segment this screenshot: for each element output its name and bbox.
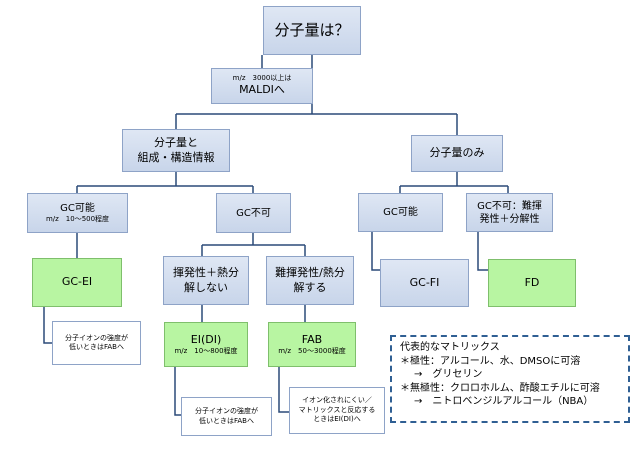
fd-box: FD bbox=[488, 259, 576, 307]
gc-possible-left-note: m/z 10～500程度 bbox=[45, 214, 110, 223]
volatile-line2: 解しない bbox=[184, 280, 228, 294]
gcei-note-line2: 低いときはFABへ bbox=[69, 343, 124, 351]
gcei-note-box: 分子イオンの強度が 低いときはFABへ bbox=[52, 321, 141, 365]
gc-impossible-right-line2: 発性＋分解性 bbox=[479, 213, 540, 225]
gc-impossible-right-line1: GC不可：難揮 bbox=[477, 200, 542, 212]
legend-title: 代表的なマトリックス bbox=[400, 342, 500, 353]
fab-note-line1: イオン化されにくい／ bbox=[302, 396, 372, 405]
maldi-note: m/z 3000以上は bbox=[232, 74, 292, 83]
fab-box: FAB m/z 50～3000程度 bbox=[268, 322, 356, 367]
nonvolatile-box: 難揮発性/熱分 解する bbox=[266, 256, 354, 305]
fab-note-line3: ときはEI(DI)へ bbox=[313, 415, 361, 424]
legend-line2: → グリセリン bbox=[414, 369, 483, 380]
gc-fi-label: GC-FI bbox=[409, 275, 440, 289]
ei-di-note: m/z 10～800程度 bbox=[174, 347, 238, 356]
volatile-box: 揮発性＋熱分 解しない bbox=[163, 256, 249, 305]
fab-note-line2: マトリックスと反応する bbox=[298, 405, 376, 414]
gc-possible-left-box: GC可能 m/z 10～500程度 bbox=[27, 193, 128, 233]
eidi-note-box: 分子イオンの強度が 低いときはFABへ bbox=[181, 397, 272, 436]
fd-label: FD bbox=[524, 275, 540, 289]
gc-fi-box: GC-FI bbox=[380, 259, 469, 307]
eidi-note-line1: 分子イオンの強度が bbox=[195, 407, 258, 416]
legend-line3: ＊無極性：クロロホルム、酢酸エチルに可溶 bbox=[400, 382, 600, 394]
nonvolatile-line1: 難揮発性/熱分 bbox=[275, 266, 345, 280]
gc-ei-box: GC-EI bbox=[32, 258, 122, 307]
gc-impossible-left-label: GC不可 bbox=[236, 207, 271, 219]
fab-note-box: イオン化されにくい／ マトリックスと反応する ときはEI(DI)へ bbox=[289, 387, 385, 434]
fab-label: FAB bbox=[301, 332, 323, 346]
maldi-label: MALDIへ bbox=[239, 83, 285, 97]
gc-possible-right-box: GC可能 bbox=[358, 193, 443, 232]
mw-composition-box: 分子量と 組成・構造情報 bbox=[122, 129, 230, 172]
gc-impossible-right-box: GC不可：難揮 発性＋分解性 bbox=[466, 193, 553, 232]
eidi-note-line2: 低いときはFABへ bbox=[199, 416, 254, 425]
gc-ei-label: GC-EI bbox=[61, 275, 93, 289]
mw-only-box: 分子量のみ bbox=[411, 135, 503, 172]
maldi-box: m/z 3000以上は MALDIへ bbox=[211, 68, 313, 104]
root-box: 分子量は？ bbox=[263, 6, 361, 55]
mw-composition-line2: 組成・構造情報 bbox=[137, 150, 215, 164]
fab-note: m/z 50～3000程度 bbox=[278, 347, 346, 356]
legend-line4: → ニトロベンジルアルコール（NBA） bbox=[414, 396, 594, 407]
ei-di-label: EI(DI) bbox=[190, 332, 222, 346]
gcei-note-line1: 分子イオンの強度が bbox=[65, 333, 128, 342]
matrix-legend: 代表的なマトリックス ＊極性：アルコール、水、DMSOに可溶 → グリセリン ＊… bbox=[390, 335, 630, 423]
volatile-line1: 揮発性＋熱分 bbox=[173, 266, 239, 280]
gc-possible-left-label: GC可能 bbox=[60, 202, 95, 214]
legend-line1: ＊極性：アルコール、水、DMSOに可溶 bbox=[400, 355, 581, 367]
nonvolatile-line2: 解する bbox=[293, 280, 327, 294]
gc-impossible-left-box: GC不可 bbox=[216, 193, 291, 233]
root-label: 分子量は？ bbox=[274, 20, 350, 39]
ei-di-box: EI(DI) m/z 10～800程度 bbox=[164, 322, 248, 367]
gc-possible-right-label: GC可能 bbox=[383, 207, 418, 218]
mw-composition-line1: 分子量と bbox=[154, 136, 198, 150]
mw-only-label: 分子量のみ bbox=[429, 146, 485, 160]
